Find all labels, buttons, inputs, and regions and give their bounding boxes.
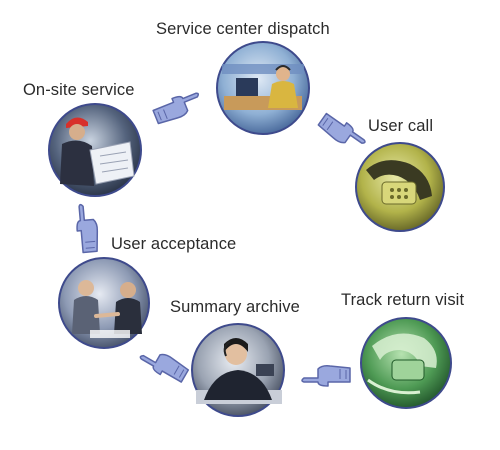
pointing-hand-icon xyxy=(76,203,99,254)
pointing-hand-icon xyxy=(301,365,351,387)
pointing-hand-icon xyxy=(152,92,200,125)
track-return-visit-photo xyxy=(360,317,452,409)
track-return-visit-label: Track return visit xyxy=(341,291,465,309)
user-call-photo xyxy=(355,142,445,232)
user-acceptance-label: User acceptance xyxy=(111,235,237,253)
arrow-acceptance-to-onsite xyxy=(76,203,99,254)
arrow-onsite-to-dispatch xyxy=(152,92,200,125)
summary-archive-label: Summary archive xyxy=(170,298,300,316)
on-site-service-photo xyxy=(48,103,142,197)
arrow-summary-to-acceptance xyxy=(139,353,190,383)
arrow-track-to-summary xyxy=(301,365,351,387)
pointing-hand-icon xyxy=(317,112,366,144)
dispatch-photo xyxy=(216,41,310,135)
arrow-dispatch-to-user-call xyxy=(317,112,366,144)
user-acceptance-photo xyxy=(58,257,150,349)
user-call-label: User call xyxy=(368,117,434,135)
on-site-service-label: On-site service xyxy=(23,81,135,99)
summary-archive-photo xyxy=(191,323,285,417)
dispatch-label: Service center dispatch xyxy=(156,20,330,38)
pointing-hand-icon xyxy=(139,353,190,383)
